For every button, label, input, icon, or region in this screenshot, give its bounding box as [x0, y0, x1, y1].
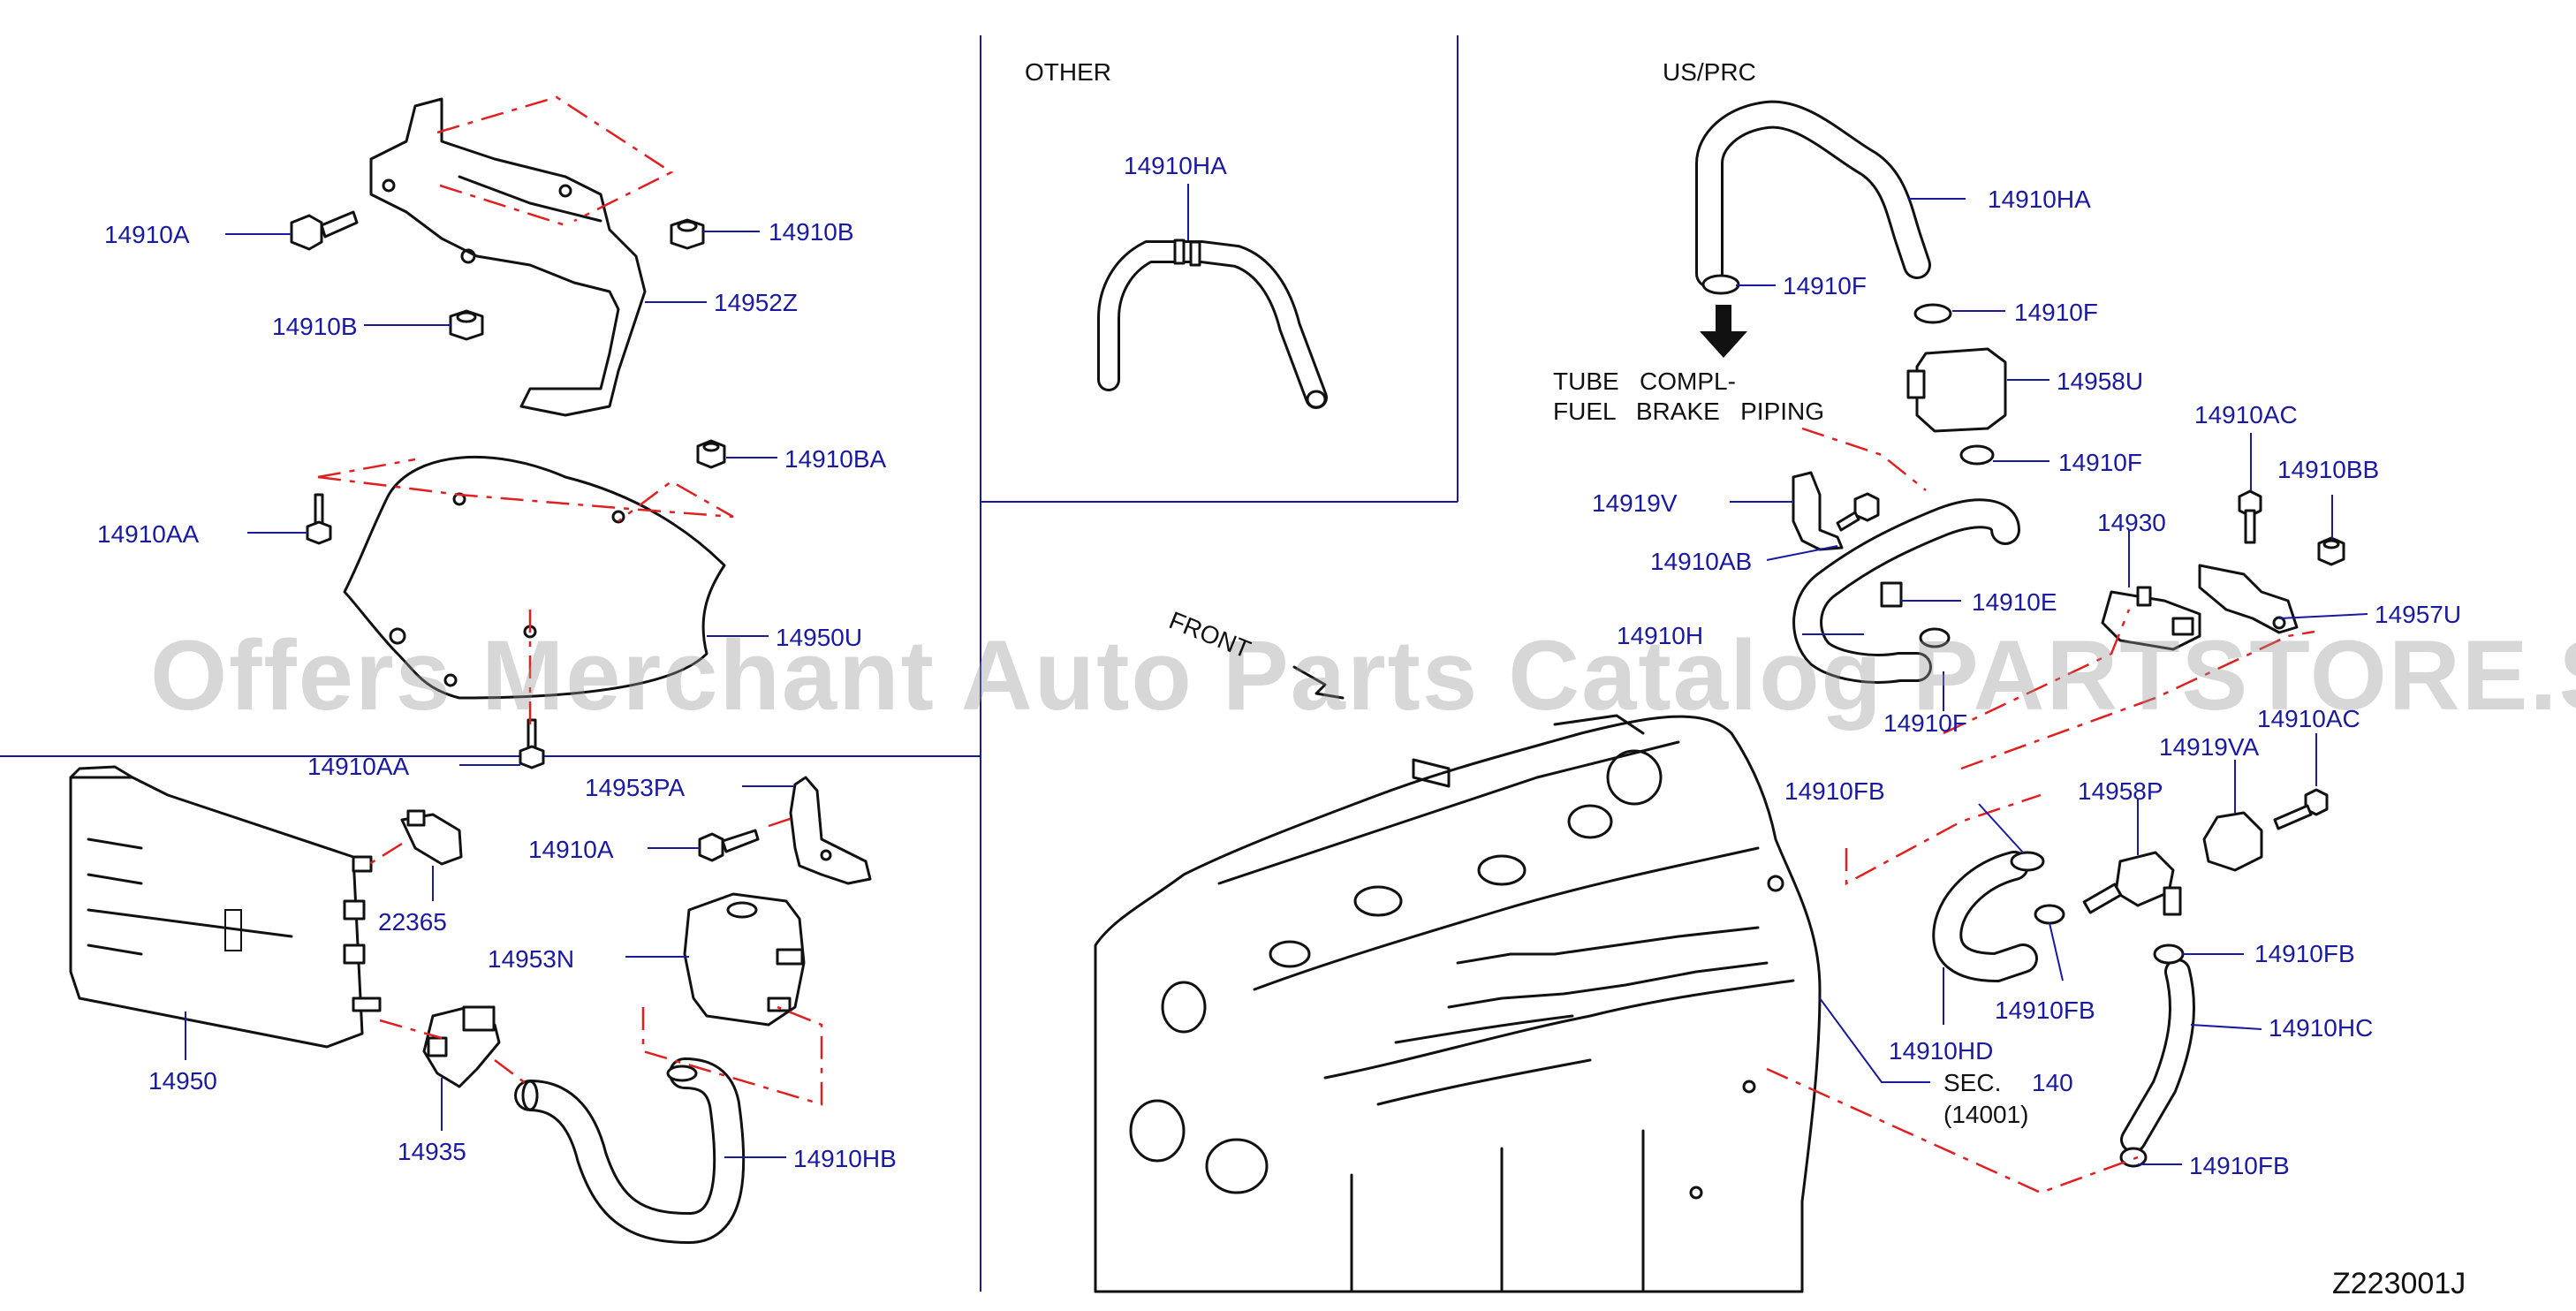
clamp-14910F-2 [1913, 303, 1952, 324]
valve-14935 [422, 1005, 501, 1088]
part-label[interactable]: 14910AC [2257, 705, 2360, 732]
part-label[interactable]: 14935 [398, 1138, 466, 1165]
part-label[interactable]: 14910E [1972, 588, 2057, 616]
nut-14910BB [2317, 536, 2345, 566]
front-arrow [1292, 665, 1345, 700]
clamp-14910F-3 [1959, 444, 1995, 466]
bracket-14919V [1792, 471, 1844, 551]
part-label[interactable]: 14950U [776, 624, 863, 651]
bracket-14953PA [789, 776, 872, 885]
part-label[interactable]: 14910B [272, 313, 358, 340]
bolt-14910AB [1836, 492, 1880, 532]
part-label[interactable]: 14910HB [793, 1145, 897, 1172]
watermark-text: Offers Merchant Auto Parts Catalog PARTS… [150, 620, 2576, 731]
hose-14910H [1792, 498, 2020, 684]
part-label[interactable]: 14910AB [1650, 548, 1753, 575]
bolt-14910A-mid [698, 829, 760, 862]
canister-14950 [69, 765, 382, 1049]
diagram-code: Z223001J [2332, 1267, 2466, 1300]
nut-14910B-left [449, 309, 484, 341]
part-label[interactable]: 14910B [769, 218, 854, 246]
clamp-14910FB-1 [2010, 851, 2045, 872]
part-label[interactable]: 14910FB [2254, 940, 2355, 967]
part-label[interactable]: 14958P [2078, 777, 2163, 805]
nut-14910BA [696, 439, 726, 469]
hose-14910HC [2120, 959, 2195, 1153]
filter-14958U [1906, 347, 2007, 433]
part-label[interactable]: 14910A [528, 836, 614, 863]
section-reference: SEC. [1943, 1069, 2002, 1096]
part-label[interactable]: 14958U [2057, 368, 2144, 395]
part-label[interactable]: 14952Z [714, 289, 798, 316]
part-label[interactable]: 14930 [2097, 509, 2166, 536]
hose-14910HA-us [1695, 100, 1931, 288]
clamp-14910FB-2 [2034, 904, 2065, 925]
clamp-14910FB-4 [2119, 1147, 2148, 1168]
part-label[interactable]: 14910HD [1889, 1037, 1994, 1065]
part-label[interactable]: 14910F [2014, 299, 2098, 326]
part-label[interactable]: 14910BB [2277, 456, 2380, 483]
part-label[interactable]: 22365 [378, 908, 447, 936]
part-label[interactable]: 14910FB [1995, 997, 2095, 1024]
part-label[interactable]: 14910AA [307, 753, 410, 780]
part-label[interactable]: 14919VA [2159, 733, 2260, 761]
engine-assembly [1094, 714, 1822, 1293]
section-frames [0, 35, 1458, 1292]
part-label[interactable]: 14953N [488, 945, 575, 973]
clamp-14910E [1880, 581, 1903, 608]
hose-14910HB [514, 1057, 746, 1245]
part-label[interactable]: 14910HA [1988, 186, 2091, 213]
part-label[interactable]: 14910HC [2269, 1014, 2374, 1042]
section-reference-number[interactable]: 140 [2032, 1069, 2073, 1096]
clamp-14910F-1 [1701, 274, 1740, 295]
bracket-14952Z [369, 97, 647, 417]
leader-lines [185, 184, 2368, 1165]
box-14953N [683, 892, 806, 1027]
bracket-14919VA [2202, 811, 2263, 872]
part-label[interactable]: 14910H [1617, 622, 1704, 649]
part-label[interactable]: 14910F [1883, 709, 1967, 737]
section-other-title: OTHER [1025, 58, 1111, 86]
bolt-14910AA-left [306, 493, 332, 545]
part-label[interactable]: 14910AC [2194, 401, 2298, 428]
part-label[interactable]: 14910A [104, 221, 190, 248]
part-label[interactable]: 14910HA [1124, 152, 1227, 179]
part-label[interactable]: 14910F [2058, 449, 2142, 476]
hose-14910HD [1932, 851, 2038, 983]
clamp-14910F-4 [1919, 627, 1951, 648]
part-label[interactable]: 14910BA [784, 445, 887, 473]
valve-14930 [2101, 586, 2201, 651]
section-us-prc-title: US/PRC [1663, 58, 1756, 86]
valve-14958P [2082, 851, 2182, 916]
section-reference-code: (14001) [1943, 1101, 2029, 1128]
bolt-14910AC-top [2238, 489, 2262, 544]
clamp-14910FB-3 [2153, 943, 2185, 965]
arrow-down [1700, 305, 1747, 358]
bracket-14957U [2198, 564, 2299, 634]
part-label[interactable]: 14910F [1783, 272, 1867, 299]
part-label[interactable]: 14910AA [97, 520, 200, 548]
bolt-14910A-top [290, 210, 359, 251]
tube-note-line1: TUBE COMPL- [1553, 368, 1736, 395]
nut-14910B-right [670, 218, 705, 250]
part-label[interactable]: 14957U [2375, 601, 2462, 628]
part-label[interactable]: 14950 [148, 1067, 217, 1095]
bolt-14910AC-mid [2273, 788, 2329, 830]
part-label[interactable]: 14919V [1592, 489, 1678, 517]
part-label[interactable]: 14910FB [1784, 777, 1885, 805]
part-label[interactable]: 14953PA [585, 774, 686, 801]
bolt-14910AA-bottom [519, 718, 545, 769]
hose-14910HA-other [1097, 239, 1328, 409]
part-label[interactable]: 14910FB [2189, 1152, 2290, 1179]
dashed-reference-lines [317, 95, 2315, 1194]
sensor-22365 [400, 809, 463, 866]
tube-note-line2: FUEL BRAKE PIPING [1553, 398, 1825, 425]
heat-shield-14950U [343, 455, 726, 700]
